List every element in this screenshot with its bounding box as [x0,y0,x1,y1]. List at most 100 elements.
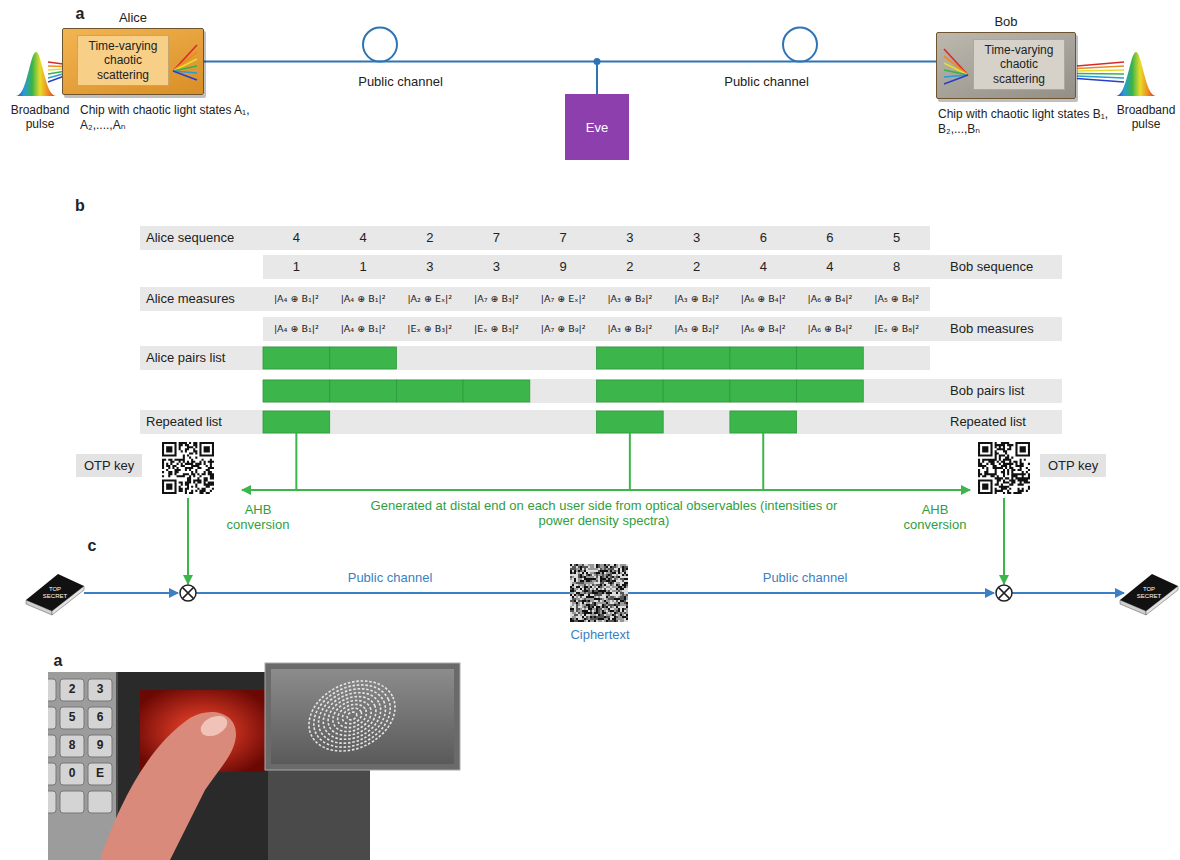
pair-bar [663,347,730,369]
message-arrow [1012,592,1124,594]
ciphertext-noise [570,564,628,622]
table-cell: |A₃ ⊕ B₂|² [674,324,719,335]
key-lead [629,433,631,490]
qr-code [978,442,1030,494]
eavesdropper-box: Eve [565,94,629,160]
table-cell: |A₄ ⊕ B₁|² [274,294,319,305]
fiber-coil [783,28,817,62]
keypad-key [60,791,84,813]
table-cell: 6 [760,231,767,246]
table-cell: 2 [426,231,433,246]
fingerprint-ridge [310,678,395,753]
key-label: 8 [69,739,76,753]
distribution-arrow [242,489,970,491]
table-cell: |A₇ ⊕ Eₓ|² [541,294,586,305]
table-cell: 3 [426,260,433,275]
fingernail [198,712,231,740]
book-title: TOP SECRET [42,586,68,600]
table-cell: 4 [293,231,300,246]
channel-fiber [204,62,597,94]
pair-bar [597,347,664,369]
chip-body: Time-varying chaotic scattering [62,28,204,95]
keypad-key [60,763,84,785]
pair-bar [396,380,463,402]
scanner-screen [271,669,454,764]
scatter-ray [944,63,968,75]
keypad-key [60,735,84,757]
table-cell: 9 [560,260,567,275]
xor-cross [182,587,193,598]
table-row-band [140,226,930,250]
channel-fiber [597,62,936,94]
row-header: Repeated list [146,415,222,430]
keypad-key [48,707,56,729]
table-cell: |A₆ ⊕ B₄|² [808,294,853,305]
key-lead [762,433,764,490]
xor-circle [180,585,196,601]
node-text: OTP key [84,458,134,473]
fingerprint-ridge [334,700,370,732]
table-cell: |Eₓ ⊕ B₃|² [407,324,452,335]
pair-bar [597,380,664,402]
chip-box: BobTime-varying chaotic scatteringChip w… [936,14,1110,137]
xor-cross [998,587,1009,598]
fiber-coil [363,28,397,62]
pair-bar [597,411,664,433]
table-row-band [140,287,930,311]
book-title: TOP SECRET [1136,586,1162,600]
panel-letter: a [76,5,85,23]
scatter-ray [173,52,197,71]
panel-letter: b [75,197,85,215]
light-ray [48,69,63,70]
table-cell: |A₄ ⊕ B₁|² [341,294,386,305]
light-ray [1077,66,1124,69]
scatter-rays [169,41,201,85]
fingerprint-ridge [346,711,358,722]
pair-bar [797,347,864,369]
table-row-band [140,410,1062,434]
light-ray [1077,70,1124,71]
chip-box: AliceTime-varying chaotic scatteringChip… [62,10,252,133]
pair-bar [330,347,397,369]
light-ray [1077,76,1124,78]
light-ray [1077,73,1124,75]
table-cell: |A₃ ⊕ B₂|² [607,324,652,335]
keypad-key [60,707,84,729]
table-cell: 2 [626,260,633,275]
key-lead [295,433,297,490]
fingerprint-ridge [304,673,401,759]
source-label: Broadband pulse [1113,104,1179,132]
ciphertext-noise [570,564,628,622]
scatter-ray [944,49,968,75]
book-cover [26,574,84,611]
table-cell: 5 [893,231,900,246]
scatter-ray [173,45,197,71]
scatter-rays [940,45,972,89]
keypad-key [60,679,84,701]
light-ray [1077,62,1124,66]
table-cell: 7 [493,231,500,246]
light-ray [48,72,63,75]
pair-bar [730,347,797,369]
row-header: Alice pairs list [146,351,225,366]
table-cell: |A₃ ⊕ B₂|² [607,294,652,305]
pair-bar [730,411,797,433]
qr-code [162,442,214,494]
panel-letter: a [54,652,63,670]
chip-heading: Bob [936,14,1076,29]
pair-bar [330,380,397,402]
table-cell: |A₇ ⊕ B₉|² [541,324,586,335]
book-icon [26,574,84,615]
ciphertext-noise [570,564,628,622]
table-row-band [140,346,930,370]
row-header: Bob pairs list [950,384,1024,399]
table-cell: 3 [493,260,500,275]
key-arrow [1003,498,1005,584]
key-arrow [187,498,189,584]
table-cell: |A₆ ⊕ B₄|² [741,294,786,305]
scatter-ray [944,56,968,75]
chip-body: Time-varying chaotic scattering [936,32,1076,99]
light-ray [48,65,63,67]
table-cell: |A₂ ⊕ Eₓ|² [407,294,452,305]
key-label: 2 [69,683,76,697]
